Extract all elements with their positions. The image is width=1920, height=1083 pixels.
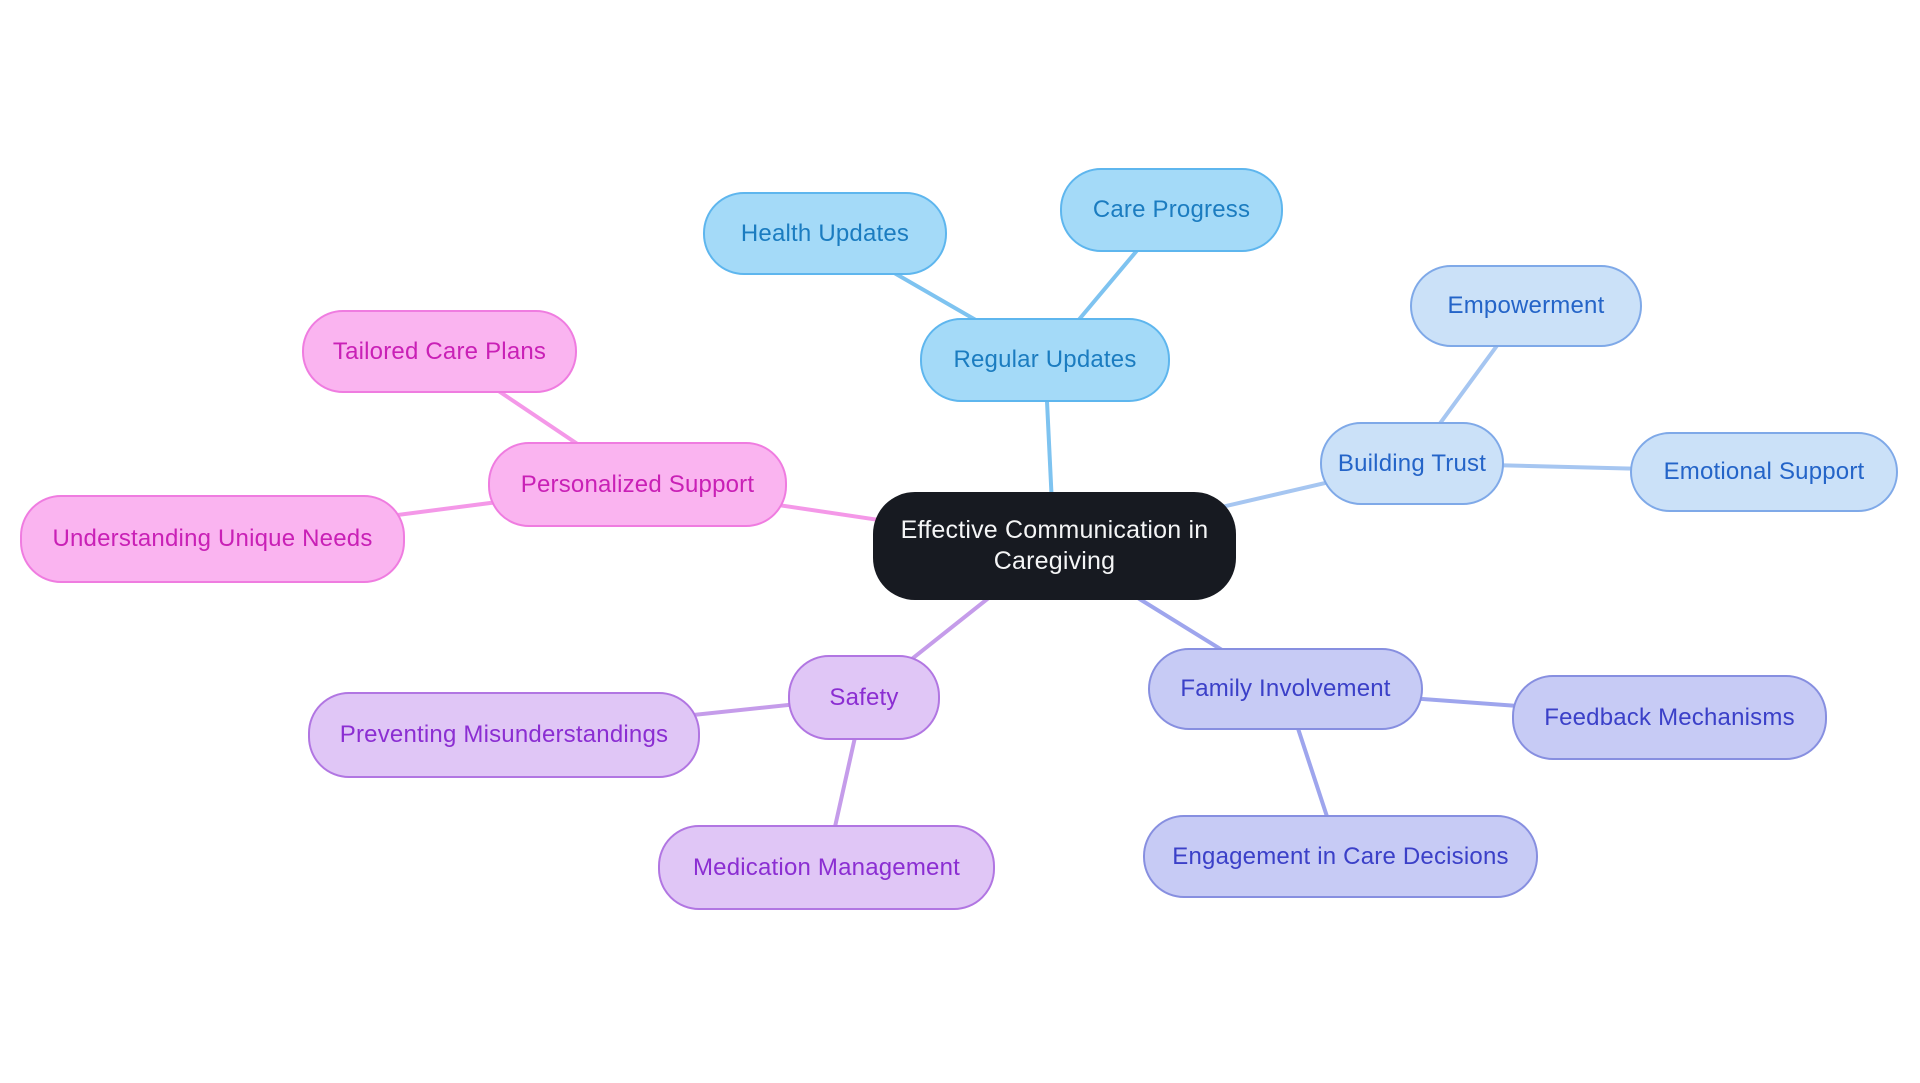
- node-feedback-mechanisms[interactable]: Feedback Mechanisms: [1512, 675, 1827, 760]
- node-emotional-support-label: Emotional Support: [1663, 458, 1865, 485]
- node-personalized-support[interactable]: Personalized Support: [488, 442, 787, 527]
- node-engagement-in-care-decisions[interactable]: Engagement in Care Decisions: [1143, 815, 1538, 898]
- node-empowerment-label: Empowerment: [1447, 292, 1605, 319]
- node-tailored-care-plans-label: Tailored Care Plans: [332, 337, 547, 365]
- node-health-updates[interactable]: Health Updates: [703, 192, 947, 275]
- node-family-involvement[interactable]: Family Involvement: [1148, 648, 1423, 730]
- node-care-progress[interactable]: Care Progress: [1060, 168, 1283, 252]
- node-medication-management[interactable]: Medication Management: [658, 825, 995, 910]
- node-empowerment[interactable]: Empowerment: [1410, 265, 1642, 347]
- node-care-progress-label: Care Progress: [1092, 196, 1251, 223]
- node-medication-management-label: Medication Management: [692, 853, 961, 881]
- node-emotional-support[interactable]: Emotional Support: [1630, 432, 1898, 512]
- node-engagement-in-care-decisions-label: Engagement in Care Decisions: [1172, 842, 1509, 870]
- node-feedback-mechanisms-label: Feedback Mechanisms: [1544, 703, 1795, 731]
- node-preventing-misunderstandings[interactable]: Preventing Misunderstandings: [308, 692, 700, 778]
- node-tailored-care-plans[interactable]: Tailored Care Plans: [302, 310, 577, 393]
- node-family-involvement-label: Family Involvement: [1180, 675, 1391, 702]
- node-building-trust[interactable]: Building Trust: [1320, 422, 1504, 505]
- node-center[interactable]: Effective Communication in Caregiving: [873, 492, 1236, 600]
- node-preventing-misunderstandings-label: Preventing Misunderstandings: [339, 721, 669, 748]
- node-regular-updates-label: Regular Updates: [953, 346, 1137, 373]
- node-safety[interactable]: Safety: [788, 655, 940, 740]
- node-personalized-support-label: Personalized Support: [520, 470, 755, 498]
- node-center-label: Effective Communication in Caregiving: [900, 515, 1209, 575]
- node-building-trust-label: Building Trust: [1337, 449, 1487, 477]
- node-understanding-unique-needs[interactable]: Understanding Unique Needs: [20, 495, 405, 583]
- node-safety-label: Safety: [829, 683, 899, 711]
- node-understanding-unique-needs-label: Understanding Unique Needs: [52, 525, 373, 552]
- node-health-updates-label: Health Updates: [740, 219, 910, 247]
- node-regular-updates[interactable]: Regular Updates: [920, 318, 1170, 402]
